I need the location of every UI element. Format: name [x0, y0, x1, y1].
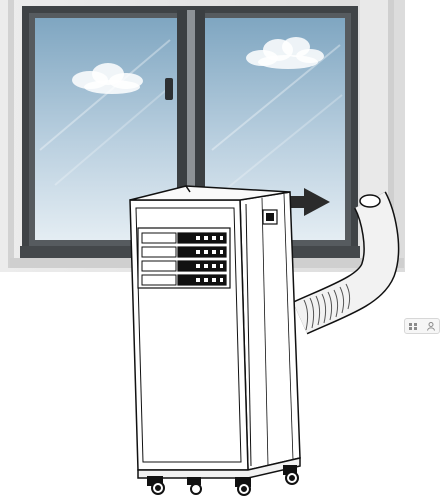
- grid-icon[interactable]: [409, 322, 419, 330]
- window-latch: [165, 78, 173, 100]
- person-icon[interactable]: [426, 322, 436, 330]
- floating-toolbar-chip[interactable]: [404, 318, 440, 334]
- control-panel-icon: [263, 210, 277, 224]
- front-louvers: [138, 228, 230, 288]
